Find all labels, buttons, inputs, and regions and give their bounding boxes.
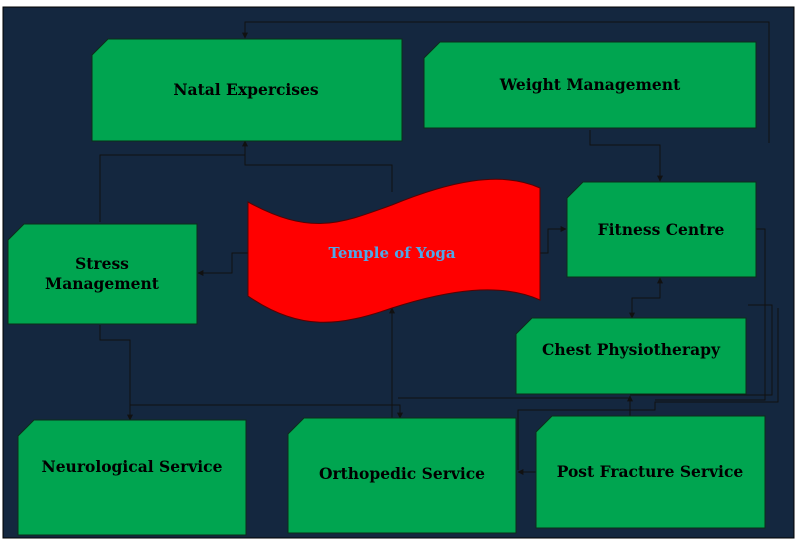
connector-right-bundle-1	[630, 304, 773, 396]
node-weight-label: Weight Management	[499, 75, 681, 94]
connector-fitness-chest	[629, 277, 663, 319]
node-post-fracture-service[interactable]: Post Fracture Service	[535, 415, 766, 529]
connector-temple-fitness	[540, 226, 567, 254]
center-label: Temple of Yoga	[328, 244, 455, 262]
connector-natal-loop	[242, 21, 770, 143]
node-chest-label: Chest Physiotherapy	[542, 340, 721, 359]
connector-neuro-ortho	[130, 404, 403, 419]
node-chest-physiotherapy[interactable]: Chest Physiotherapy	[515, 317, 747, 395]
node-neuro-label: Neurological Service	[42, 457, 223, 476]
node-fitness-label: Fitness Centre	[598, 220, 725, 239]
connector-right-bundle-2	[517, 308, 779, 470]
node-ortho-label: Orthopedic Service	[319, 464, 485, 483]
node-natal-label: Natal Expercises	[173, 80, 319, 99]
connector-stress-neuro	[99, 325, 133, 421]
node-stress-label-line1: Stress	[75, 254, 129, 273]
node-neurological-service[interactable]: Neurological Service	[17, 419, 247, 536]
node-orthopedic-service[interactable]: Orthopedic Service	[287, 417, 517, 534]
node-natal-expercises[interactable]: Natal Expercises	[91, 38, 403, 142]
node-weight-management[interactable]: Weight Management	[423, 41, 757, 129]
center-temple-of-yoga[interactable]: Temple of Yoga	[247, 178, 541, 323]
node-stress-label-line2: Management	[45, 274, 160, 293]
connector-temple-natal	[242, 140, 393, 192]
node-stress-management[interactable]: Stress Management	[7, 223, 198, 325]
connector-stress-natal	[99, 154, 245, 222]
node-fitness-centre[interactable]: Fitness Centre	[566, 181, 757, 278]
connector-fitness-right	[655, 228, 766, 401]
connector-lines	[99, 21, 779, 475]
connector-weight-fitness	[589, 130, 663, 182]
connector-temple-stress	[197, 252, 248, 276]
node-fracture-label: Post Fracture Service	[557, 462, 744, 481]
